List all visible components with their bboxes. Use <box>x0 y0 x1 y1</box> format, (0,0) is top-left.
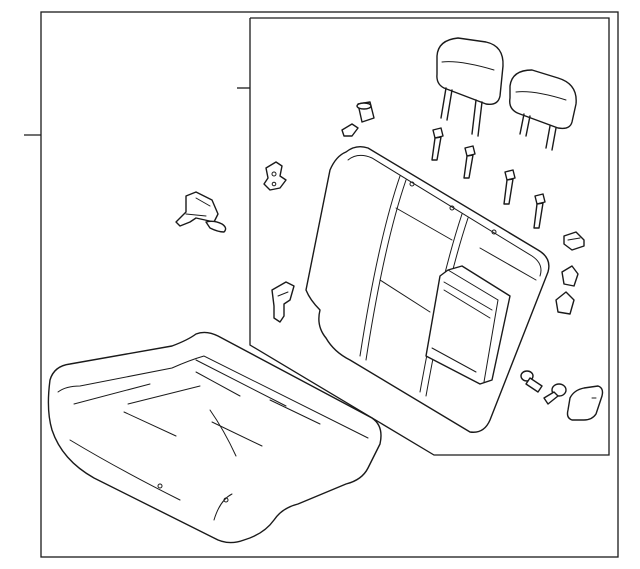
headrest-left[interactable] <box>436 37 504 137</box>
latch-bracket[interactable] <box>175 191 227 233</box>
headrest-guide[interactable] <box>341 101 375 137</box>
seatback-bolt[interactable] <box>431 127 546 229</box>
seatback-cushion[interactable] <box>305 145 550 433</box>
striker-cover[interactable] <box>566 385 604 421</box>
trim-clip[interactable] <box>563 231 585 251</box>
outer-frame <box>40 11 619 558</box>
seat-cushion[interactable] <box>47 331 382 544</box>
armrest[interactable] <box>425 265 511 385</box>
lower-bracket[interactable] <box>271 281 295 323</box>
inner-frame <box>249 17 610 456</box>
headrest-right[interactable] <box>509 69 577 151</box>
cover-cap[interactable] <box>555 265 579 315</box>
hinge-bracket[interactable] <box>263 161 287 191</box>
mounting-bolt[interactable] <box>520 370 567 405</box>
